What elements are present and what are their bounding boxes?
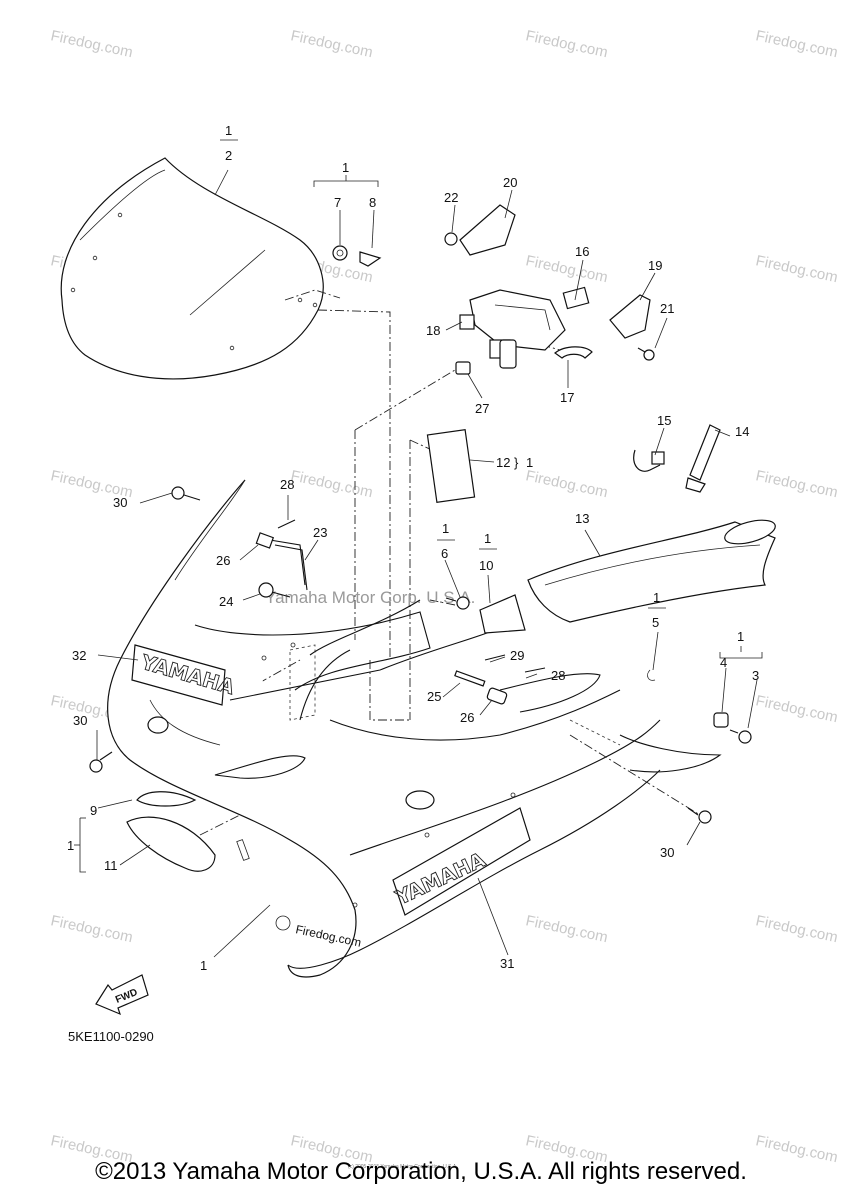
copyright-notice: ©2013 Yamaha Motor Corporation, U.S.A. A…: [95, 1158, 747, 1185]
callout-26: 26: [216, 553, 230, 568]
callout-29: 29: [510, 648, 524, 663]
callout-30: 30: [113, 495, 127, 510]
watermark: Firedog.com: [754, 912, 839, 946]
callout-30: 30: [73, 713, 87, 728]
callout-1: 1: [442, 521, 449, 536]
callout-17: 17: [560, 390, 574, 405]
watermark: Firedog.com: [524, 912, 609, 946]
callout-18: 18: [426, 323, 440, 338]
callout-10: 10: [479, 558, 493, 573]
watermark: Firedog.com: [754, 692, 839, 726]
callout-8: 8: [369, 195, 376, 210]
callout-25: 25: [427, 689, 441, 704]
assembly-lines: [139, 289, 701, 836]
stay-rods: [255, 519, 546, 705]
watermark: Firedog.com: [49, 912, 134, 946]
callout-group-1: 1: [526, 455, 533, 470]
watermark: Firedog.com: [289, 467, 374, 501]
panel-pad: [426, 429, 476, 503]
cowling-body-part: [107, 479, 722, 978]
watermark: Firedog.com: [524, 252, 609, 286]
callout-32: 32: [72, 648, 86, 663]
callout-labels: 1 2 1 7 8 22 20 16 19 21 18 17 27 12 } 1…: [67, 123, 759, 973]
callout-1: 1: [342, 160, 349, 175]
watermark: Firedog.com: [754, 467, 839, 501]
callout-7: 7: [334, 195, 341, 210]
diagram-code: 5KE1100-0290: [68, 1029, 154, 1044]
callout-19: 19: [648, 258, 662, 273]
callout-22: 22: [444, 190, 458, 205]
callout-1: 1: [653, 590, 660, 605]
callout-30: 30: [660, 845, 674, 860]
callout-2: 2: [225, 148, 232, 163]
watermark: Firedog.com: [49, 27, 134, 61]
callout-1: 1: [225, 123, 232, 138]
watermark: Firedog.com: [524, 467, 609, 501]
nut-and-washer: [332, 245, 382, 267]
bracket-marker: }: [514, 455, 519, 470]
fraction-bars: [220, 139, 666, 609]
callout-1: 1: [484, 531, 491, 546]
callout-5: 5: [652, 615, 659, 630]
callout-28: 28: [280, 477, 294, 492]
callout-24: 24: [219, 594, 233, 609]
callout-14: 14: [735, 424, 749, 439]
callout-15: 15: [657, 413, 671, 428]
callout-31: 31: [500, 956, 514, 971]
callout-12: 12: [496, 455, 510, 470]
callout-3: 3: [752, 668, 759, 683]
watermark: Firedog.com: [524, 27, 609, 61]
callout-28: 28: [551, 668, 565, 683]
copyright-mark-icon: [275, 915, 291, 931]
stay-and-brackets: [444, 204, 655, 375]
fasteners: [89, 486, 752, 824]
clip-parts: [633, 424, 721, 493]
decal-right: YAMAHA: [391, 807, 531, 916]
callout-13: 13: [575, 511, 589, 526]
watermark: Firedog.com: [289, 27, 374, 61]
callout-1: 1: [200, 958, 207, 973]
callout-11: 11: [104, 858, 118, 873]
callout-4: 4: [720, 655, 727, 670]
callout-9: 9: [90, 803, 97, 818]
callout-group-1: 1: [67, 838, 74, 853]
fine-print: (c) 2005-2015 Yamaha Motor Corporation, …: [348, 1164, 458, 1170]
leader-lines: [74, 169, 763, 958]
watermark: Firedog.com: [754, 27, 839, 61]
watermark: Firedog.com: [754, 252, 839, 286]
callout-1: 1: [737, 629, 744, 644]
callout-27: 27: [475, 401, 489, 416]
callout-26: 26: [460, 710, 474, 725]
callout-20: 20: [503, 175, 517, 190]
windscreen-part: [60, 157, 324, 380]
callout-16: 16: [575, 244, 589, 259]
callout-23: 23: [313, 525, 327, 540]
forward-arrow-icon: FWD: [95, 974, 149, 1016]
callout-6: 6: [441, 546, 448, 561]
ghost-watermark: Yamaha Motor Corp. U.S.A.: [265, 588, 475, 607]
air-duct-part: [527, 519, 776, 623]
callout-21: 21: [660, 301, 674, 316]
